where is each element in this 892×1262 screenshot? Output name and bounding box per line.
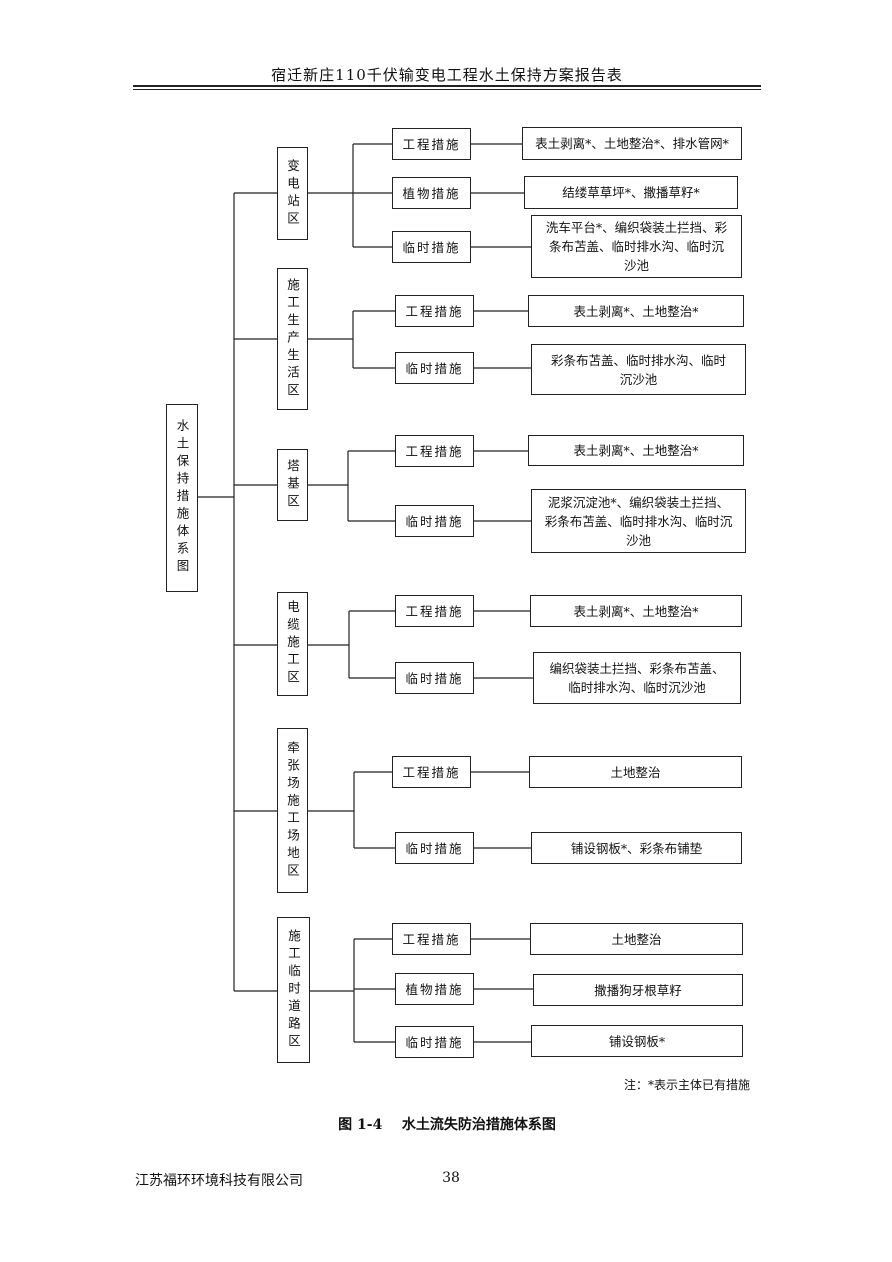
zone-box-tension-site: 牵张场施工场地区 (277, 728, 308, 893)
category-box-temporary: 临时措施 (395, 1026, 474, 1058)
measure-detail-box: 铺设钢板*、彩条布铺垫 (531, 832, 742, 864)
zone-label: 电缆施工区 (285, 600, 300, 688)
measure-detail-box: 洗车平台*、编织袋装土拦挡、彩条布苫盖、临时排水沟、临时沉沙池 (531, 215, 742, 278)
category-box-temporary: 临时措施 (395, 505, 474, 537)
measure-detail-box: 表土剥离*、土地整治* (528, 295, 744, 327)
zone-box-substation: 变电站区 (277, 147, 308, 240)
zone-box-cable: 电缆施工区 (277, 592, 308, 696)
zone-box-temp-road: 施工临时道路区 (277, 917, 310, 1063)
measure-detail-box: 泥浆沉淀池*、编织袋装土拦挡、彩条布苫盖、临时排水沟、临时沉沙池 (531, 489, 746, 553)
page-number: 38 (442, 1170, 460, 1186)
header-rule-thin (133, 89, 761, 90)
zone-label: 施工临时道路区 (286, 928, 301, 1052)
category-box-temporary: 临时措施 (392, 231, 471, 263)
zone-box-construction-living: 施工生产生活区 (277, 268, 308, 410)
measure-detail-box: 土地整治 (530, 923, 743, 955)
measure-detail-box: 铺设钢板* (531, 1025, 743, 1057)
measure-detail-box: 撒播狗牙根草籽 (533, 974, 743, 1006)
zone-box-tower-base: 塔基区 (277, 449, 308, 521)
category-box-plant: 植物措施 (392, 177, 471, 209)
zone-label: 施工生产生活区 (285, 277, 300, 401)
zone-label: 变电站区 (285, 158, 300, 229)
measure-detail-box: 彩条布苫盖、临时排水沟、临时沉沙池 (531, 344, 746, 395)
measure-detail-box: 表土剥离*、土地整治*、排水管网* (522, 127, 742, 160)
page-header-title: 宿迁新庄110千伏输变电工程水土保持方案报告表 (271, 66, 623, 84)
zone-label: 牵张场施工场地区 (285, 740, 300, 881)
zone-label: 塔基区 (285, 458, 300, 512)
diagram-note: 注：*表示主体已有措施 (623, 1078, 750, 1092)
category-box-engineering: 工程措施 (392, 923, 471, 955)
measure-detail-box: 表土剥离*、土地整治* (530, 595, 742, 627)
measure-detail-box: 结缕草草坪*、撒播草籽* (524, 176, 738, 209)
category-box-engineering: 工程措施 (392, 756, 471, 788)
measure-detail-box: 编织袋装土拦挡、彩条布苫盖、临时排水沟、临时沉沙池 (533, 652, 741, 704)
category-box-temporary: 临时措施 (395, 352, 474, 384)
footer-company: 江苏福环环境科技有限公司 (135, 1173, 303, 1189)
category-box-temporary: 临时措施 (395, 832, 474, 864)
header-rule-thick (133, 85, 761, 87)
category-box-engineering: 工程措施 (395, 595, 474, 627)
category-box-engineering: 工程措施 (395, 435, 474, 467)
category-box-temporary: 临时措施 (395, 662, 474, 694)
root-label: 水土保持措施体系图 (174, 419, 190, 577)
category-box-plant: 植物措施 (395, 973, 474, 1005)
root-box: 水土保持措施体系图 (166, 404, 198, 592)
category-box-engineering: 工程措施 (395, 295, 474, 327)
measure-detail-box: 表土剥离*、土地整治* (528, 435, 744, 466)
figure-caption: 图 1-4 水土流失防治措施体系图 (338, 1117, 556, 1133)
measure-detail-box: 土地整治 (529, 756, 742, 788)
category-box-engineering: 工程措施 (392, 128, 471, 160)
